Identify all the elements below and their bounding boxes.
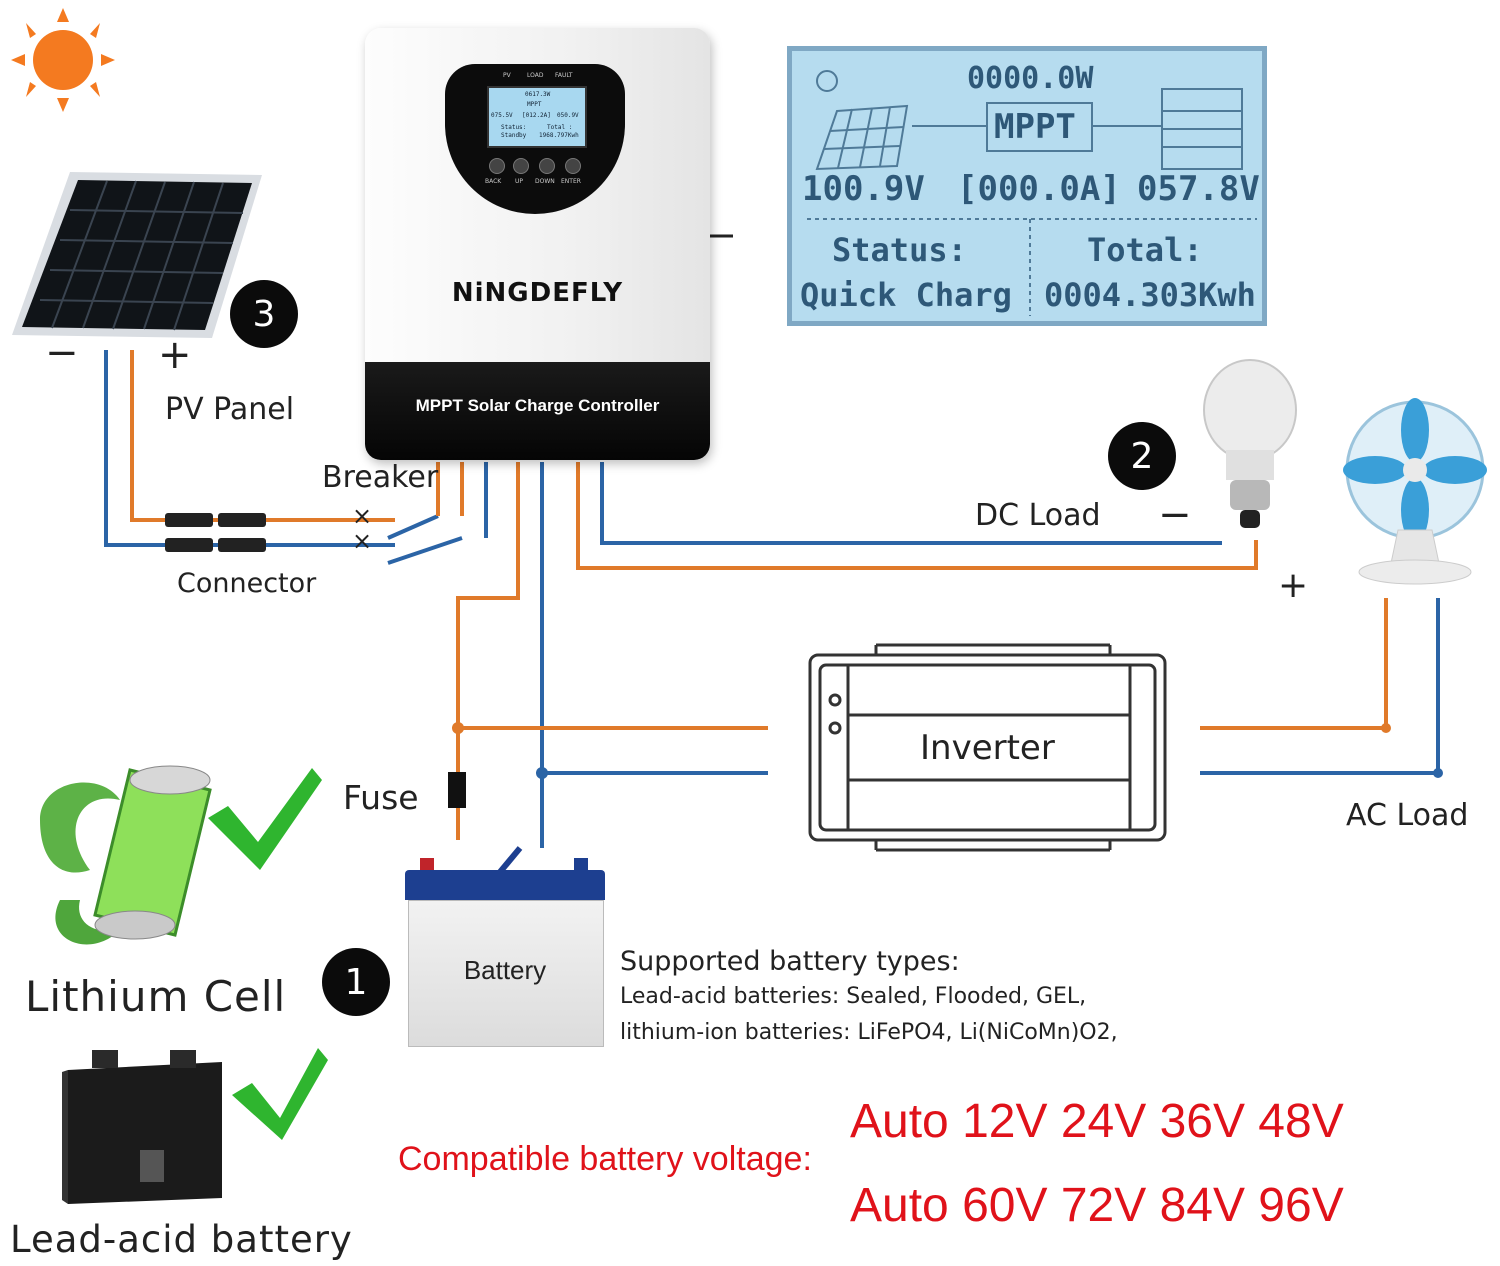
mini-lcd-current: [012.2A]: [522, 112, 551, 119]
lead-acid-battery-icon: [62, 1050, 222, 1204]
fuse-label: Fuse: [343, 778, 419, 817]
controller-band: MPPT Solar Charge Controller: [365, 362, 710, 460]
lithium-cell-label: Lithium Cell: [25, 972, 287, 1021]
lcd-mode: MPPT: [994, 107, 1076, 147]
mini-lcd-bat-voltage: 050.9V: [557, 112, 579, 119]
battery-body: [408, 900, 604, 1047]
breaker-x-top: ×: [352, 502, 373, 530]
indicator-fault: FAULT: [555, 72, 573, 79]
enter-button[interactable]: [565, 158, 581, 174]
supported-line-2: lithium-ion batteries: LiFePO4, Li(NiCoM…: [620, 1020, 1118, 1045]
battery-top: [405, 870, 605, 900]
pv-minus-sign: −: [45, 330, 79, 376]
light-bulb-icon: [1203, 359, 1297, 528]
down-button-label: DOWN: [535, 178, 555, 185]
connector-icon: [165, 513, 266, 552]
breaker-label: Breaker: [322, 460, 439, 495]
mini-lcd-status-label: Status:: [501, 124, 527, 131]
lcd-display: 0000.0W MPPT 100.9V [000.0A] 057.8V Stat…: [787, 46, 1267, 326]
lcd-total-value: 0004.303Kwh: [1044, 276, 1256, 314]
back-button-label: BACK: [485, 178, 502, 185]
solar-panel-icon: [12, 172, 262, 338]
controller-title: MPPT Solar Charge Controller: [415, 396, 660, 415]
charge-controller: PV LOAD FAULT 0617.3W MPPT 075.5V [012.2…: [365, 28, 710, 460]
compatible-voltage-label: Compatible battery voltage:: [398, 1140, 812, 1178]
badge-1: 1: [322, 948, 390, 1016]
sun-icon: [11, 8, 115, 112]
supported-line-1: Lead-acid batteries: Sealed, Flooded, GE…: [620, 984, 1087, 1009]
lcd-current: [000.0A]: [957, 169, 1121, 209]
controller-faceplate: PV LOAD FAULT 0617.3W MPPT 075.5V [012.2…: [445, 64, 625, 214]
dc-load-label: DC Load: [975, 498, 1101, 533]
indicator-pv: PV: [503, 72, 511, 79]
up-button-label: UP: [515, 178, 524, 185]
supported-title: Supported battery types:: [620, 946, 960, 977]
battery-icon: Battery: [405, 870, 605, 1047]
mini-lcd-total: 1968.797Kwh: [539, 132, 579, 139]
lead-acid-label: Lead-acid battery: [10, 1218, 353, 1261]
inverter-icon: [808, 643, 1167, 852]
lcd-pv-voltage: 100.9V: [802, 169, 925, 209]
fuse-icon: [448, 772, 466, 808]
lcd-power: 0000.0W: [967, 61, 1094, 96]
lcd-status-label: Status:: [832, 231, 967, 269]
up-button[interactable]: [513, 158, 529, 174]
check-icon: [208, 768, 322, 870]
pv-panel-label: PV Panel: [165, 392, 295, 427]
indicator-load: LOAD: [527, 72, 544, 79]
check-icon: [232, 1048, 328, 1140]
breaker-x-bottom: ×: [352, 527, 373, 555]
down-button[interactable]: [539, 158, 555, 174]
badge-2: 2: [1108, 422, 1176, 490]
mini-lcd-total-label: Total :: [547, 124, 573, 131]
enter-button-label: ENTER: [561, 178, 581, 185]
breaker-icon: [387, 514, 463, 565]
inverter-label: Inverter: [920, 728, 1055, 768]
ac-load-label: AC Load: [1346, 798, 1469, 833]
mini-lcd-pv-voltage: 075.5V: [491, 112, 513, 119]
lcd-status-value: Quick Charg: [800, 276, 1012, 314]
dc-load-minus: −: [1158, 492, 1192, 538]
voltage-row-1: Auto 12V 24V 36V 48V: [850, 1095, 1344, 1148]
voltage-row-2: Auto 60V 72V 84V 96V: [850, 1179, 1344, 1232]
battery-label: Battery: [463, 955, 547, 985]
pv-plus-sign: +: [158, 332, 192, 378]
mini-lcd-power: 0617.3W: [525, 91, 551, 98]
mini-lcd-status: Standby: [501, 132, 527, 139]
lcd-total-label: Total:: [1087, 231, 1203, 269]
fan-icon: [1343, 398, 1487, 585]
back-button[interactable]: [489, 158, 505, 174]
mini-lcd-mode: MPPT: [527, 101, 542, 108]
badge-3: 3: [230, 280, 298, 348]
lithium-cell-icon: [40, 765, 212, 945]
lcd-bat-voltage: 057.8V: [1137, 169, 1260, 209]
dc-load-plus: +: [1278, 565, 1309, 606]
lcd-graphics: [807, 70, 1257, 316]
connector-label: Connector: [177, 568, 317, 599]
controller-mini-lcd: 0617.3W MPPT 075.5V [012.2A] 050.9V Stat…: [487, 86, 587, 148]
brand-logo: NiNGDEFLY: [451, 278, 624, 308]
